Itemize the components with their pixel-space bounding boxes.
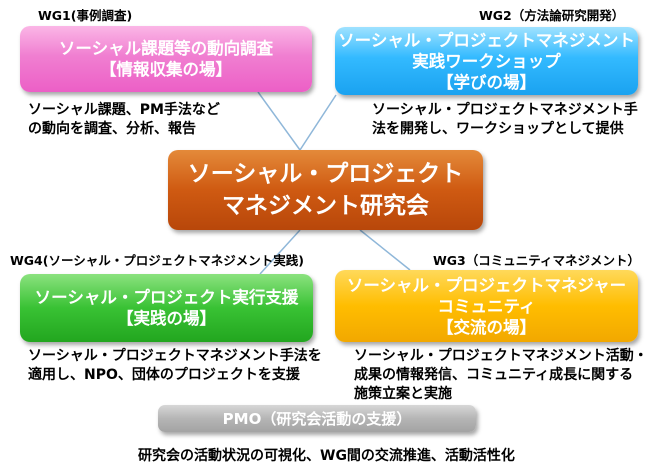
wg3-description: ソーシャル・プロジェクトマネジメント活動・ 成果の情報発信、コミュニティ成長に関… — [354, 347, 648, 404]
wg1-label: WG1(事例調査) — [38, 8, 133, 23]
wg3-desc-line: 施策立案と実施 — [354, 386, 452, 402]
wg4-box: ソーシャル・プロジェクト実行支援 【実践の場】 — [20, 274, 313, 342]
connector-wg2-center — [299, 94, 337, 151]
pmo-box-label: PMO（研究会活動の支援） — [222, 409, 412, 428]
wg3-desc-line: ソーシャル・プロジェクトマネジメント活動・ — [354, 348, 648, 364]
wg2-desc-line: ソーシャル・プロジェクトマネジメント手 — [372, 102, 638, 118]
wg4-box-role: 【実践の場】 — [117, 309, 216, 328]
wg4-box-title: ソーシャル・プロジェクト実行支援 — [34, 288, 299, 307]
wg2-box-title: ソーシャル・プロジェクトマネジメント — [338, 30, 635, 50]
wg1-box-role: 【情報収集の場】 — [100, 60, 232, 79]
wg2-label: WG2（方法論研究開発） — [479, 8, 625, 23]
wg3-label: WG3（コミュニティマネジメント） — [433, 253, 640, 268]
wg2-box: ソーシャル・プロジェクトマネジメント 実践ワークショップ 【学びの場】 — [335, 27, 638, 95]
center-title-line: ソーシャル・プロジェクト — [187, 161, 464, 187]
wg3-box-title: ソーシャル・プロジェクトマネジャー — [346, 275, 627, 295]
wg1-box-title: ソーシャル課題等の動向調査 — [58, 39, 274, 58]
wg3-desc-line: 成果の情報発信、コミュニティ成長に関する — [354, 367, 634, 383]
pmo-box: PMO（研究会活動の支援） — [158, 405, 476, 432]
connector-wg1-center — [257, 91, 301, 151]
wg4-desc-line: 適用し、NPO、団体のプロジェクトを支援 — [28, 367, 300, 383]
wg1-box: ソーシャル課題等の動向調査 【情報収集の場】 — [20, 26, 312, 92]
wg1-desc-line: の動向を調査、分析、報告 — [28, 121, 196, 137]
wg4-label: WG4(ソーシャル・プロジェクトマネジメント実践) — [10, 253, 304, 268]
connector-wg4-center — [259, 229, 301, 275]
wg3-box-role: 【交流の場】 — [437, 317, 536, 337]
wg3-box-subtitle: コミュニティ — [437, 296, 536, 316]
wg2-description: ソーシャル・プロジェクトマネジメント手 法を開発し、ワークショップとして提供 — [372, 101, 638, 139]
wg4-desc-line: ソーシャル・プロジェクトマネジメント手法を — [28, 348, 322, 364]
wg1-desc-line: ソーシャル課題、PM手法など — [28, 102, 220, 118]
wg2-box-role: 【学びの場】 — [437, 72, 536, 92]
wg2-box-subtitle: 実践ワークショップ — [412, 51, 561, 71]
pmo-description: 研究会の活動状況の可視化、WG間の交流推進、活動活性化 — [138, 448, 515, 464]
wg1-description: ソーシャル課題、PM手法など の動向を調査、分析、報告 — [28, 101, 220, 139]
center-title-line: マネジメント研究会 — [222, 193, 429, 219]
connector-wg3-center — [359, 229, 411, 271]
wg2-desc-line: 法を開発し、ワークショップとして提供 — [372, 121, 624, 137]
wg3-box: ソーシャル・プロジェクトマネジャー コミュニティ 【交流の場】 — [335, 270, 638, 342]
wg4-description: ソーシャル・プロジェクトマネジメント手法を 適用し、NPO、団体のプロジェクトを… — [28, 347, 322, 385]
center-box: ソーシャル・プロジェクト マネジメント研究会 — [168, 150, 483, 230]
